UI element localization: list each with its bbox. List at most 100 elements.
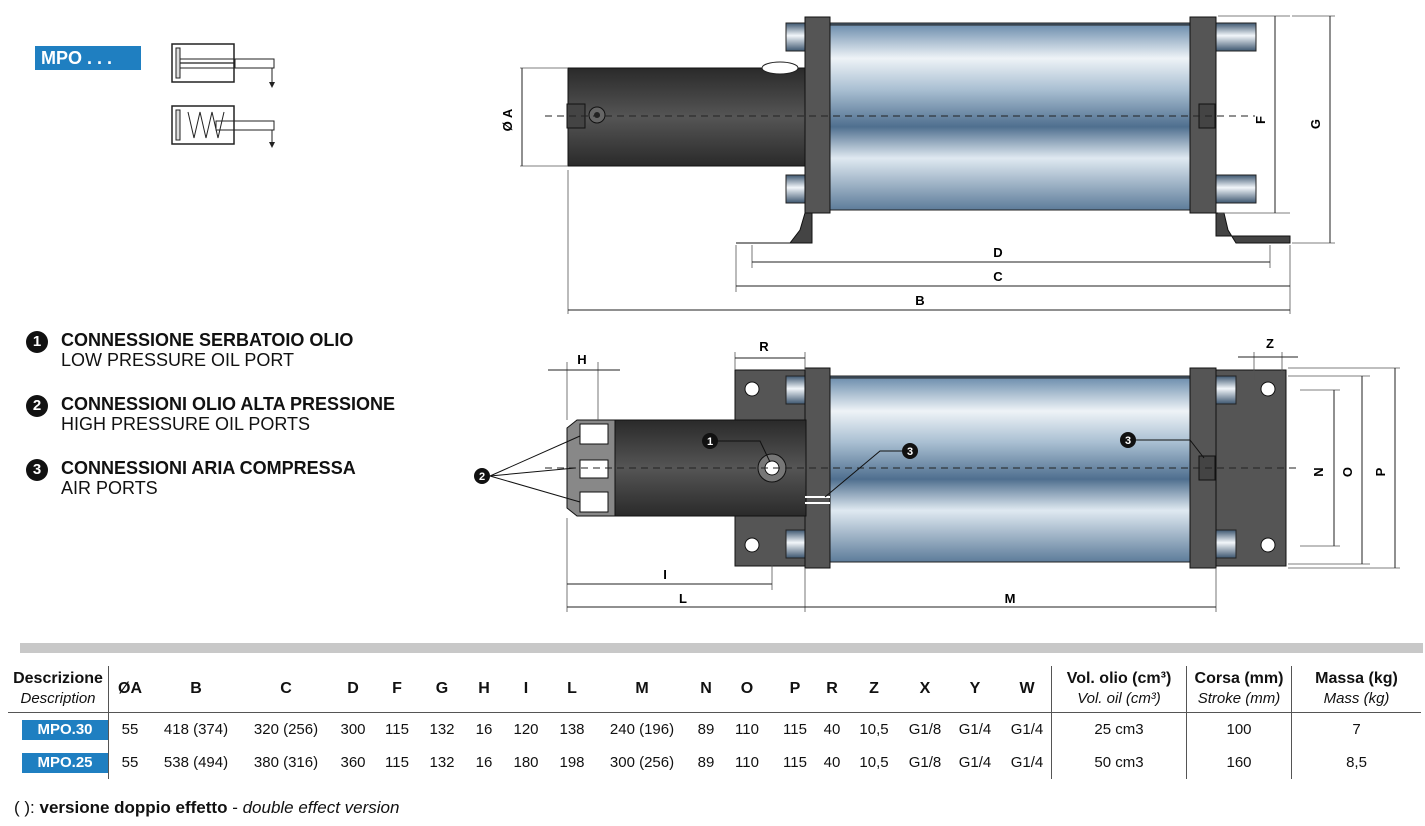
table-cell: 360 xyxy=(340,754,366,771)
table-cell-oil-volume: 25 cm3 xyxy=(1051,712,1187,746)
table-cell: 320 (256) xyxy=(253,721,319,738)
table-cell: 10,5 xyxy=(859,721,889,738)
series-badge: MPO . . . xyxy=(35,46,141,70)
dim-label-M: M xyxy=(1005,591,1016,606)
legend-label-it: CONNESSIONI ARIA COMPRESSA xyxy=(61,458,356,478)
table-row: MPO.30 55 418 (374) 320 (256) 300 115 13… xyxy=(8,712,1421,747)
top-view: 1 3 3 2 H R Z N O P xyxy=(474,336,1400,612)
col-header: M xyxy=(635,680,649,697)
table-cell: 10,5 xyxy=(859,754,889,771)
dim-label-H: H xyxy=(577,352,586,367)
legend-label-it: CONNESSIONI OLIO ALTA PRESSIONE xyxy=(61,394,396,414)
col-header-stroke: Corsa (mm) Stroke (mm) xyxy=(1186,666,1292,713)
dim-label-O: O xyxy=(1340,467,1355,477)
dim-label-L: L xyxy=(679,591,687,606)
table-cell: 110 xyxy=(735,754,759,771)
specs-table: Descrizione Description ØA B C D F G H I… xyxy=(8,666,1421,779)
col-header: F xyxy=(392,680,402,697)
side-view: Ø A F G D C B xyxy=(500,15,1335,314)
table-cell: 110 xyxy=(735,721,759,738)
table-cell: G1/4 xyxy=(958,754,992,771)
table-cell: G1/4 xyxy=(958,721,992,738)
table-cell-stroke: 160 xyxy=(1186,746,1292,779)
col-header: Y xyxy=(969,680,981,697)
col-header: P xyxy=(789,680,801,697)
dim-label-F: F xyxy=(1253,116,1268,124)
col-header: W xyxy=(1019,680,1035,697)
dim-label-P: P xyxy=(1373,467,1388,476)
table-cell: 132 xyxy=(429,721,455,738)
table-cell: 55 xyxy=(108,746,151,779)
callout-2-badge: 2 xyxy=(26,395,48,417)
dim-label-Z: Z xyxy=(1266,336,1274,351)
table-cell: 300 (256) xyxy=(609,754,675,771)
col-header: N xyxy=(700,680,712,697)
table-cell: 115 xyxy=(783,754,807,771)
callout-3a: 3 xyxy=(907,446,913,458)
col-header: C xyxy=(280,680,292,697)
legend-label-en: AIR PORTS xyxy=(61,478,158,498)
technical-drawing: Ø A F G D C B xyxy=(474,15,1400,612)
model-cell: MPO.25 xyxy=(8,746,109,779)
table-cell: 16 xyxy=(475,754,493,771)
col-header: I xyxy=(523,680,529,697)
col-header: O xyxy=(740,680,754,697)
table-cell: 132 xyxy=(429,754,455,771)
table-cell: 40 xyxy=(823,721,841,738)
table-cell-oil-volume: 50 cm3 xyxy=(1051,746,1187,779)
table-header-row: Descrizione Description ØA B C D F G H I… xyxy=(8,666,1421,713)
table-cell: 240 (196) xyxy=(609,721,675,738)
single-acting-symbol xyxy=(171,43,275,148)
table-cell: 89 xyxy=(697,721,715,738)
col-header: G xyxy=(435,680,449,697)
legend-label-it: CONNESSIONE SERBATOIO OLIO xyxy=(61,330,354,350)
table-cell: 180 xyxy=(513,754,539,771)
model-badge: MPO.25 xyxy=(22,752,108,773)
legend-label-en: LOW PRESSURE OIL PORT xyxy=(61,350,295,370)
col-header-mass: Massa (kg) Mass (kg) xyxy=(1291,666,1421,713)
model-badge: MPO.30 xyxy=(22,719,108,740)
table-row: MPO.25 55 538 (494) 380 (316) 360 115 13… xyxy=(8,746,1421,779)
col-header: X xyxy=(919,680,931,697)
table-cell: 89 xyxy=(697,754,715,771)
dim-label-D: D xyxy=(993,245,1002,260)
col-header: B xyxy=(190,680,202,697)
col-header: H xyxy=(478,680,490,697)
col-header: R xyxy=(826,680,838,697)
dim-label-N: N xyxy=(1311,467,1326,476)
table-cell: 115 xyxy=(385,754,409,771)
table-cell: 538 (494) xyxy=(163,754,229,771)
section-divider xyxy=(20,643,1423,653)
dim-label-B: B xyxy=(915,293,924,308)
dim-label-G: G xyxy=(1308,119,1323,129)
table-cell: 300 xyxy=(340,721,366,738)
callout-3b: 3 xyxy=(1125,435,1131,447)
table-cell-stroke: 100 xyxy=(1186,712,1292,746)
table-cell: 138 xyxy=(559,721,585,738)
table-cell: 380 (316) xyxy=(253,754,319,771)
callout-2: 2 xyxy=(479,471,485,483)
callout-1: 1 xyxy=(707,436,713,448)
table-cell: 418 (374) xyxy=(163,721,229,738)
table-cell: 198 xyxy=(559,754,585,771)
col-header: ØA xyxy=(108,666,151,713)
table-cell-mass: 8,5 xyxy=(1291,746,1421,779)
footnote: ( ): versione doppio effetto - double ef… xyxy=(14,798,400,817)
model-cell: MPO.30 xyxy=(8,713,109,747)
table-cell: 115 xyxy=(385,721,409,738)
table-cell: 120 xyxy=(513,721,539,738)
table-cell: 40 xyxy=(823,754,841,771)
dim-label-C: C xyxy=(993,269,1003,284)
table-cell: G1/8 xyxy=(908,754,942,771)
table-cell: 16 xyxy=(475,721,493,738)
callout-1-badge: 1 xyxy=(26,331,48,353)
dim-label-I: I xyxy=(663,567,667,582)
table-cell: 55 xyxy=(108,712,151,746)
dim-label-R: R xyxy=(759,339,769,354)
callout-3-badge: 3 xyxy=(26,459,48,481)
table-cell: G1/8 xyxy=(908,721,942,738)
table-cell-mass: 7 xyxy=(1291,712,1421,746)
table-cell: G1/4 xyxy=(1010,721,1044,738)
col-header: L xyxy=(567,680,577,697)
col-header-description: Descrizione Description xyxy=(13,670,103,707)
